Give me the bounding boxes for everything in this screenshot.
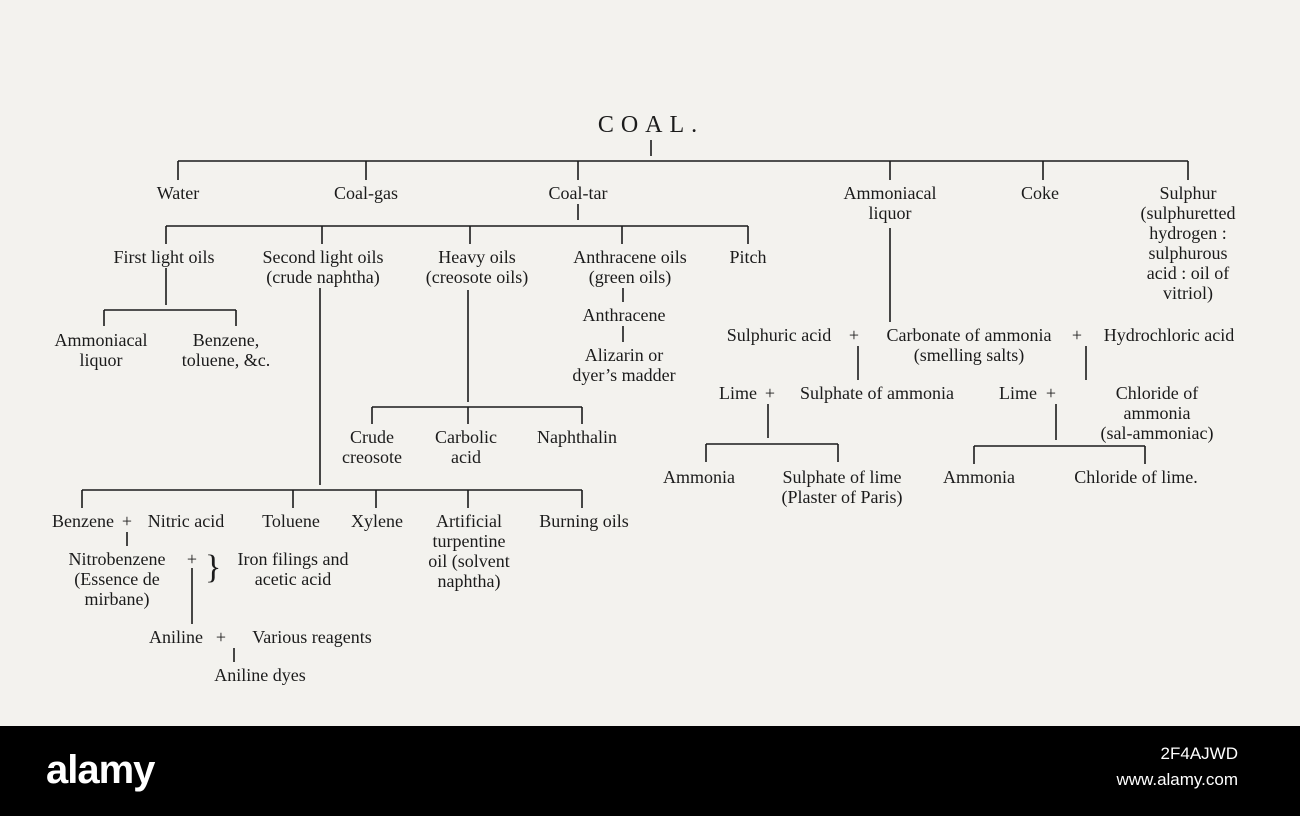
node-lime-2: Lime xyxy=(999,383,1037,403)
node-benzene-toluene: Benzene, toluene, &c. xyxy=(181,330,271,370)
diagram-title: COAL. xyxy=(597,112,705,138)
node-naphthalin: Naphthalin xyxy=(537,427,617,447)
node-artificial-turpentine: Artificial turpentine oil (solvent napht… xyxy=(428,511,510,591)
node-ammoniacal-liquor-top: Ammoniacal liquor xyxy=(843,183,937,223)
node-coal-gas: Coal-gas xyxy=(334,183,398,203)
node-second-light-oils: Second light oils (crude naphtha) xyxy=(262,247,384,287)
watermark-footer: alamy 2F4AJWD www.alamy.com xyxy=(0,726,1300,816)
node-sulphur: Sulphur (sulphuretted hydrogen : sulphur… xyxy=(1140,183,1236,303)
node-chloride-of-lime: Chloride of lime. xyxy=(1074,467,1198,487)
node-sulphuric-acid: Sulphuric acid xyxy=(726,325,832,345)
node-ammonia-2: Ammonia xyxy=(943,467,1015,487)
node-crude-creosote: Crude creosote xyxy=(342,427,402,467)
node-toluene: Toluene xyxy=(262,511,320,531)
plus-sign: + xyxy=(1045,383,1057,403)
node-aniline: Aniline xyxy=(149,627,203,647)
node-anthracene-oils: Anthracene oils (green oils) xyxy=(573,247,687,287)
node-lime-1: Lime xyxy=(719,383,757,403)
node-heavy-oils: Heavy oils (creosote oils) xyxy=(425,247,529,287)
node-first-light-oils: First light oils xyxy=(113,247,215,267)
node-ammoniacal-liquor-2: Ammoniacal liquor xyxy=(54,330,148,370)
brace-symbol: } xyxy=(205,549,222,586)
node-hydrochloric-acid: Hydrochloric acid xyxy=(1103,325,1235,345)
plus-sign: + xyxy=(186,549,198,569)
node-nitrobenzene: Nitrobenzene xyxy=(68,549,166,569)
site-url: www.alamy.com xyxy=(1116,770,1238,789)
node-coke: Coke xyxy=(1021,183,1059,203)
node-pitch: Pitch xyxy=(729,247,767,267)
node-essence-de-mirbane: (Essence de mirbane) xyxy=(74,569,160,609)
node-burning-oils: Burning oils xyxy=(539,511,629,531)
node-ammonia-1: Ammonia xyxy=(663,467,735,487)
node-benzene: Benzene xyxy=(52,511,114,531)
image-id: 2F4AJWD xyxy=(1160,744,1238,763)
node-sulphate-of-ammonia: Sulphate of ammonia xyxy=(800,383,954,403)
plus-sign: + xyxy=(215,627,227,647)
alamy-logo: alamy xyxy=(46,748,155,792)
plus-sign: + xyxy=(1071,325,1083,345)
connector-lines xyxy=(81,140,1189,662)
node-aniline-dyes: Aniline dyes xyxy=(214,665,306,685)
plus-sign: + xyxy=(848,325,860,345)
node-chloride-of-ammonia: Chloride of ammonia (sal-ammoniac) xyxy=(1100,383,1214,443)
node-sulphate-of-lime: Sulphate of lime (Plaster of Paris) xyxy=(781,467,903,507)
coal-derivatives-diagram: COAL. Water Coal-gas Coal-tar Ammoniacal… xyxy=(52,112,1236,685)
plus-sign: + xyxy=(764,383,776,403)
node-alizarin: Alizarin or dyer’s madder xyxy=(572,345,676,385)
node-nitric-acid: Nitric acid xyxy=(147,511,225,531)
node-coal-tar: Coal-tar xyxy=(548,183,608,203)
node-carbonate-of-ammonia: Carbonate of ammonia (smelling salts) xyxy=(886,325,1052,365)
node-carbolic-acid: Carbolic acid xyxy=(435,427,497,467)
node-iron-filings: Iron filings and acetic acid xyxy=(237,549,349,589)
node-various-reagents: Various reagents xyxy=(252,627,372,647)
node-water: Water xyxy=(156,183,200,203)
plus-sign: + xyxy=(121,511,133,531)
node-xylene: Xylene xyxy=(351,511,403,531)
node-anthracene: Anthracene xyxy=(582,305,666,325)
